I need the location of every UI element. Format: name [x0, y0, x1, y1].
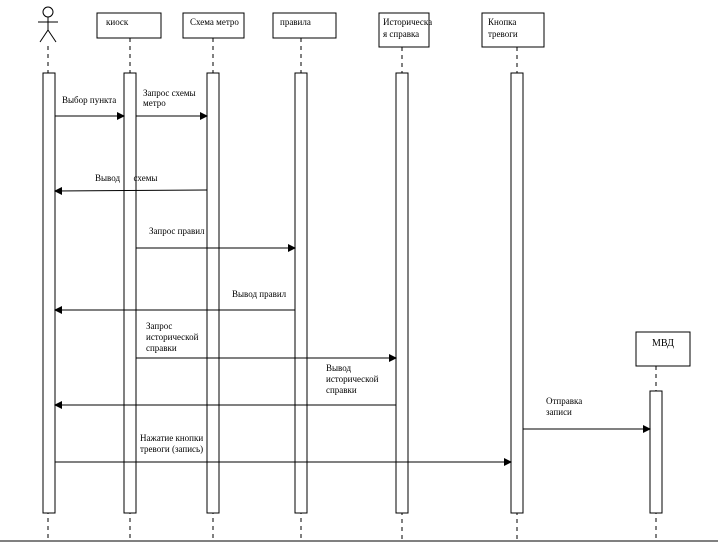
message-label: справки [326, 385, 357, 395]
participant-label: правила [280, 17, 311, 27]
activation-rules [294, 72, 308, 514]
participant-label: киоск [106, 17, 129, 27]
activation-metro-map [206, 72, 220, 514]
activation-history [395, 72, 409, 514]
participant-label: Историческа [383, 17, 432, 27]
message-label: исторической [146, 332, 199, 342]
participant-history: Историческа я справка [378, 12, 432, 48]
activation-bars [42, 72, 663, 514]
participant-rules: правила [272, 12, 337, 39]
message-arrow [54, 186, 208, 195]
activation-user [42, 72, 56, 514]
message-label: Выбор пункта [62, 95, 116, 105]
message-label: метро [143, 98, 166, 108]
message-label: Запрос [146, 321, 172, 331]
activation-kiosk [123, 72, 137, 514]
message-label: справки [146, 343, 177, 353]
message-label: Вывод схемы [95, 173, 157, 183]
message-label: тревоги (запись) [140, 444, 203, 454]
participant-label: тревоги [488, 29, 518, 39]
lifelines [47, 38, 657, 540]
participant-metro-map: Схема метро [182, 12, 245, 39]
message-label: Вывод [326, 363, 351, 373]
participant-label: МВД [652, 338, 674, 349]
message-label: Запрос схемы [143, 88, 196, 98]
message-label: Отправка [546, 396, 582, 406]
activation-mvd [649, 390, 663, 514]
activation-alarm [510, 72, 524, 514]
message-label: Вывод правил [232, 289, 287, 299]
participant-kiosk: киоск [96, 12, 162, 39]
participant-alarm: Кнопка тревоги [481, 12, 545, 48]
message-label: записи [546, 407, 572, 417]
participant-label: Схема метро [190, 17, 239, 27]
stick-figure-icon [38, 6, 58, 43]
message-label: исторической [326, 374, 379, 384]
message-label: Нажатие кнопки [140, 433, 203, 443]
participant-label: я справка [383, 29, 419, 39]
message-label: Запрос правил [149, 226, 205, 236]
participant-mvd: МВД [635, 331, 691, 367]
participant-label: Кнопка [488, 17, 516, 27]
